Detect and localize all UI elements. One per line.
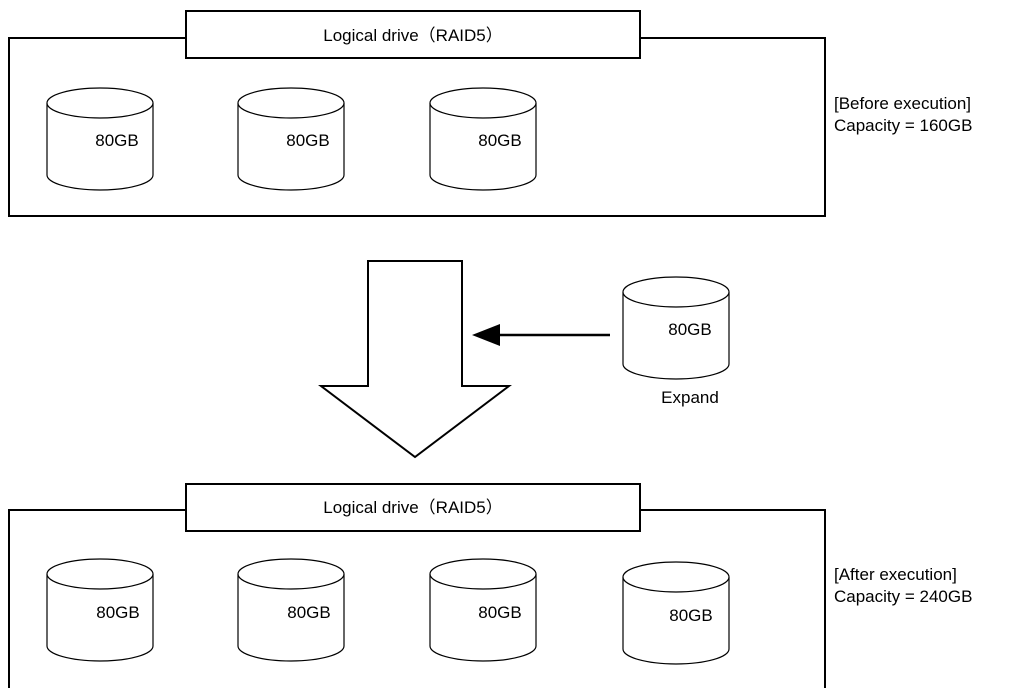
before-disk: 80GB xyxy=(46,87,154,191)
after-disk: 80GB xyxy=(46,558,154,662)
after-disk-capacity: 80GB xyxy=(96,603,139,622)
transition-arrow-down xyxy=(318,260,512,459)
before-logical-drive-header xyxy=(185,10,641,59)
before-logical-drive-label: Logical drive（RAID5） xyxy=(323,26,503,45)
after-disk-capacity: 80GB xyxy=(669,606,712,625)
expand-disk-capacity: 80GB xyxy=(668,320,711,339)
before-status-label: [Before execution] xyxy=(834,94,971,113)
before-capacity-label: Capacity = 160GB xyxy=(834,116,972,135)
after-logical-drive-header xyxy=(185,483,641,532)
after-disk: 80GB xyxy=(237,558,345,662)
before-group: Logical drive（RAID5） 80GB 80GB 80GB [Bef… xyxy=(8,10,972,217)
after-capacity-label: Capacity = 240GB xyxy=(834,587,972,606)
expand-arrow-head xyxy=(472,324,500,346)
after-status-label: [After execution] xyxy=(834,565,957,584)
after-disk: 80GB xyxy=(622,561,730,665)
expand-group: 80GB Expand xyxy=(472,276,730,407)
after-logical-drive-label: Logical drive（RAID5） xyxy=(323,498,503,517)
before-disk: 80GB xyxy=(429,87,537,191)
before-disk-capacity: 80GB xyxy=(478,131,521,150)
before-disk-capacity: 80GB xyxy=(95,131,138,150)
expand-disk: 80GB xyxy=(622,276,730,380)
after-disk-capacity: 80GB xyxy=(478,603,521,622)
after-disk: 80GB xyxy=(429,558,537,662)
before-disk: 80GB xyxy=(237,87,345,191)
before-disk-capacity: 80GB xyxy=(286,131,329,150)
after-group: Logical drive（RAID5） 80GB 80GB 80GB 80GB… xyxy=(8,483,972,688)
expand-caption: Expand xyxy=(661,388,719,407)
after-disk-capacity: 80GB xyxy=(287,603,330,622)
